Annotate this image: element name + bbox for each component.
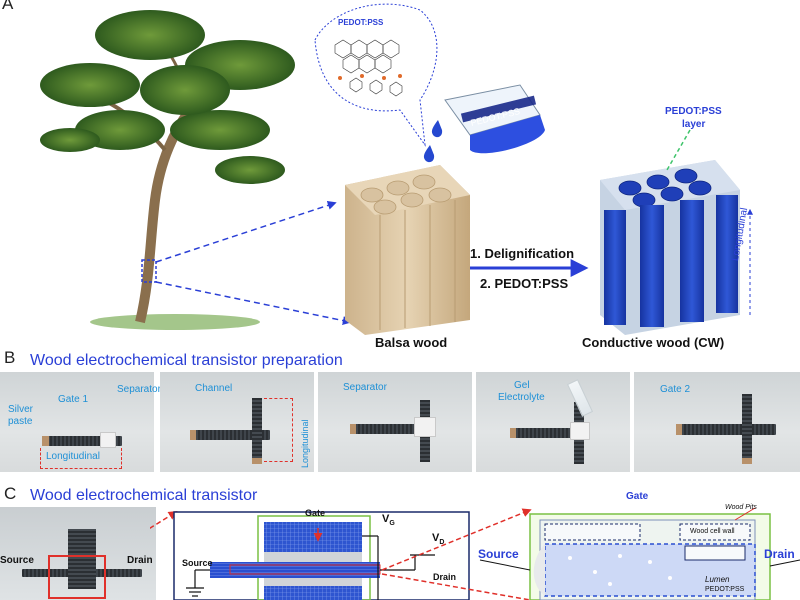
zoom-gate-label: Gate — [626, 491, 649, 502]
schematic-gate-label: Gate — [305, 508, 326, 518]
drop-2 — [423, 145, 435, 163]
silver-paste-tip — [252, 458, 262, 464]
conductive-wood-block — [600, 160, 740, 335]
silver-paste-tip — [676, 424, 682, 435]
schematic-vg-label: VG — [382, 513, 395, 527]
device-vertical-strip — [68, 529, 96, 589]
wood-cell-wall-label: Wood cell wall — [690, 528, 735, 535]
balsa-wood-label: Balsa wood — [375, 335, 448, 350]
device-source-label: Source — [0, 555, 34, 566]
step-1-label: 1. Delignification — [470, 246, 575, 261]
schematic-source-label: Source — [182, 558, 213, 568]
prep-photo-5 — [634, 372, 800, 472]
silver-paste-tip — [510, 428, 516, 438]
transistor-schematic — [150, 507, 800, 600]
wood-strip — [350, 424, 430, 434]
beaker-illustration — [444, 84, 545, 154]
prep-photo-3 — [318, 372, 472, 472]
vg-symbol: V — [382, 513, 390, 525]
drop-1 — [431, 120, 443, 138]
prep-photo-4 — [476, 372, 630, 472]
gel-label-1: Gel — [514, 380, 530, 391]
conductive-wood-label: Conductive wood (CW) — [582, 335, 725, 350]
silver-paste-tip — [190, 430, 196, 440]
pipette-tip — [566, 379, 594, 417]
step-2-label: 2. PEDOT:PSS — [480, 276, 569, 291]
silver-paste-label-1: Silver — [8, 404, 34, 415]
schematic-vd-label: VD — [432, 532, 444, 546]
balsa-wood-block — [345, 165, 470, 335]
separator-piece — [570, 422, 590, 440]
pedot-zoom-label: PEDOT:PSS — [705, 586, 745, 593]
zoom-drain-label: Drain — [764, 547, 795, 561]
zoom-source-label: Source — [478, 547, 519, 561]
silver-paste-label-2: paste — [8, 416, 33, 427]
separator-label-1: Separator — [117, 384, 161, 395]
prep-photo-2 — [160, 372, 314, 472]
channel-strip — [252, 398, 262, 464]
device-drain-label: Drain — [127, 555, 153, 566]
longitudinal-bracket — [264, 398, 293, 462]
pedot-layer-label-2: layer — [682, 119, 706, 130]
channel-strip — [742, 394, 752, 464]
lumen-label: Lumen — [705, 575, 730, 584]
vd-subscript: D — [439, 539, 445, 547]
panel-a-illustration — [40, 3, 753, 335]
panel-a-letter: A — [2, 0, 14, 13]
wood-strip — [676, 424, 776, 435]
wood-strip — [510, 428, 590, 438]
gel-label-2: Electrolyte — [498, 392, 545, 403]
schematic-drain-label: Drain — [433, 572, 457, 582]
longitudinal-bracket — [40, 448, 122, 469]
longitudinal-label-1: Longitudinal — [46, 451, 100, 462]
separator-piece — [100, 432, 116, 448]
channel-label: Channel — [195, 383, 233, 394]
gate-2-label: Gate 2 — [660, 384, 691, 395]
tree-illustration — [40, 10, 295, 330]
pedot-molecule-bubble — [314, 3, 438, 147]
wood-strip — [42, 436, 122, 446]
panel-b-title: Wood electrochemical transistor preparat… — [30, 352, 343, 369]
wood-strip — [190, 430, 270, 440]
zoom-box — [48, 555, 106, 599]
longitudinal-label-2: Longitudinal — [300, 419, 310, 468]
wood-pits-label: Wood Pits — [725, 504, 757, 511]
separator-label-2: Separator — [343, 382, 387, 393]
gate-1-label: Gate 1 — [58, 394, 89, 405]
silver-paste-tip — [42, 436, 49, 446]
panel-c-title: Wood electrochemical transistor — [30, 487, 258, 504]
vg-subscript: G — [389, 520, 395, 528]
prep-photo-1 — [0, 372, 154, 472]
device-photo — [0, 507, 156, 600]
vd-symbol: V — [432, 532, 440, 544]
panel-b-letter: B — [4, 348, 16, 367]
silver-paste-tip — [742, 458, 752, 464]
pedot-layer-label-1: PEDOT:PSS — [665, 106, 722, 117]
panel-c-letter: C — [4, 484, 17, 503]
silver-paste-tip — [350, 424, 356, 434]
pedot-bubble-label: PEDOT:PSS — [338, 18, 384, 27]
separator-piece — [414, 417, 436, 437]
